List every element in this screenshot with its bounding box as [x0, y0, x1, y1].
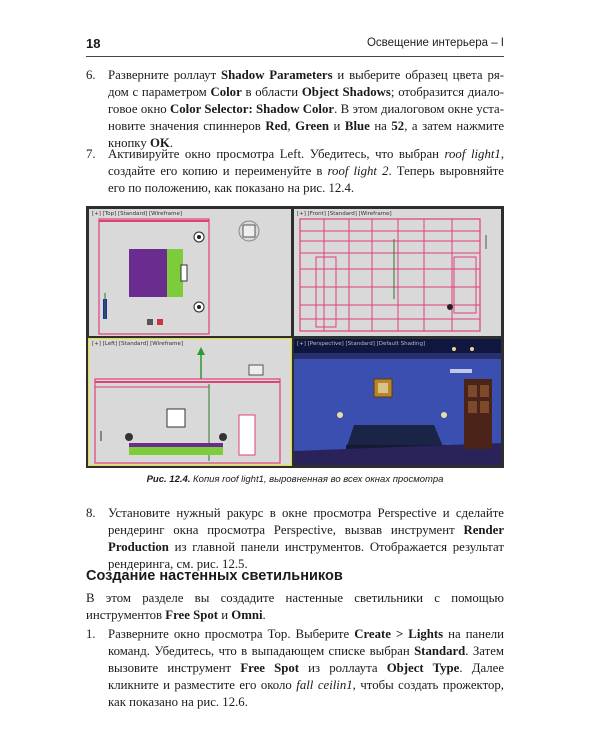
section-intro: В этом разделе вы создадите настенные св… — [86, 591, 504, 622]
step-text: Разверните роллаут Shadow Parameters и в… — [108, 68, 504, 150]
step-number: 6. — [86, 68, 96, 82]
step-number: 8. — [86, 506, 96, 520]
viewport-label: [+] [Left] [Standard] [Wireframe] — [92, 341, 184, 347]
viewport-label: [+] [Top] [Standard] [Wireframe] — [92, 211, 183, 217]
step-number: 1. — [86, 627, 96, 641]
viewport-perspective[interactable]: [+] [Perspective] [Standard] [Default Sh… — [294, 339, 501, 465]
perspective-render — [294, 339, 501, 465]
step-6: 6. Разверните роллаут Shadow Parameters … — [86, 67, 504, 152]
step-text: Активируйте окно просмотра Left. Убедите… — [108, 147, 505, 195]
step-text: Разверните окно просмотра Top. Выберите … — [108, 627, 505, 709]
viewport-top[interactable]: [+] [Top] [Standard] [Wireframe] — [89, 209, 291, 336]
page-header: 18 Освещение интерьера – I — [86, 36, 504, 57]
header-rule — [86, 56, 504, 57]
left-view-drawing — [94, 347, 281, 464]
section-heading: Создание настенных светильников — [86, 568, 343, 584]
step-1: 1. Разверните окно просмотра Top. Выбери… — [86, 626, 504, 711]
step-number: 7. — [86, 147, 96, 161]
page-number: 18 — [86, 36, 101, 51]
viewport-front[interactable]: [+] [Front] [Standard] [Wireframe] — [294, 209, 501, 336]
figure-12-4: [+] [Top] [Standard] [Wireframe] — [86, 206, 504, 468]
figure-caption: Рис. 12.4. Копия roof light1, выровненна… — [146, 474, 444, 485]
step-text: Установите нужный ракурс в окне просмотр… — [108, 506, 504, 571]
viewport-left[interactable]: [+] [Left] [Standard] [Wireframe] — [88, 338, 292, 466]
front-view-drawing — [299, 218, 487, 332]
top-view-drawing — [98, 218, 260, 335]
viewport-label: [+] [Perspective] [Standard] [Default Sh… — [297, 341, 426, 347]
step-8: 8. Установите нужный ракурс в окне просм… — [86, 505, 504, 573]
step-7: 7. Активируйте окно просмотра Left. Убед… — [86, 146, 504, 197]
viewport-label: [+] [Front] [Standard] [Wireframe] — [297, 211, 392, 217]
running-title: Освещение интерьера – I — [366, 37, 504, 49]
